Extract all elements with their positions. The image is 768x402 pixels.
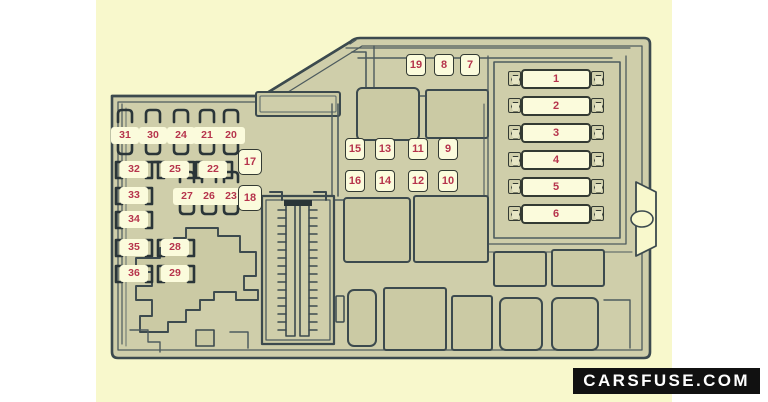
relay-6[interactable]: 6 bbox=[521, 204, 591, 224]
relay-4[interactable]: 4 bbox=[521, 150, 591, 170]
relay-clip-right-2 bbox=[591, 98, 604, 113]
site-watermark: CARSFUSE.COM bbox=[573, 368, 760, 394]
fuse-36[interactable]: 36 bbox=[120, 265, 148, 282]
relay-2[interactable]: 2 bbox=[521, 96, 591, 116]
fuse-31[interactable]: 31 bbox=[111, 127, 139, 144]
relay-clip-right-4 bbox=[591, 152, 604, 167]
fuse-33[interactable]: 33 bbox=[120, 187, 148, 204]
fuse-24[interactable]: 24 bbox=[167, 127, 195, 144]
relay-1[interactable]: 1 bbox=[521, 69, 591, 89]
relay-3[interactable]: 3 bbox=[521, 123, 591, 143]
fuse-28[interactable]: 28 bbox=[161, 239, 189, 256]
fuse-27[interactable]: 27 bbox=[173, 188, 201, 205]
relay-clip-left-6 bbox=[508, 206, 521, 221]
fuse-34[interactable]: 34 bbox=[120, 211, 148, 228]
fuse-17[interactable]: 17 bbox=[238, 149, 262, 175]
relay-clip-left-2 bbox=[508, 98, 521, 113]
fuse-8[interactable]: 8 bbox=[434, 54, 454, 76]
fuse-9[interactable]: 9 bbox=[438, 138, 458, 160]
fuse-14[interactable]: 14 bbox=[375, 170, 395, 192]
relay-clip-left-5 bbox=[508, 179, 521, 194]
fuse-25[interactable]: 25 bbox=[161, 161, 189, 178]
fuse-30[interactable]: 30 bbox=[139, 127, 167, 144]
fuse-16[interactable]: 16 bbox=[345, 170, 365, 192]
fuse-18[interactable]: 18 bbox=[238, 185, 262, 211]
relay-5[interactable]: 5 bbox=[521, 177, 591, 197]
fuse-20[interactable]: 20 bbox=[217, 127, 245, 144]
fuse-32[interactable]: 32 bbox=[120, 161, 148, 178]
fuse-22[interactable]: 22 bbox=[199, 161, 227, 178]
fuse-26[interactable]: 26 bbox=[195, 188, 223, 205]
fuse-10[interactable]: 10 bbox=[438, 170, 458, 192]
fuse-7[interactable]: 7 bbox=[460, 54, 480, 76]
relay-clip-left-1 bbox=[508, 71, 521, 86]
relay-clip-right-3 bbox=[591, 125, 604, 140]
fuse-35[interactable]: 35 bbox=[120, 239, 148, 256]
fuse-21[interactable]: 21 bbox=[193, 127, 221, 144]
fuse-15[interactable]: 15 bbox=[345, 138, 365, 160]
fuse-13[interactable]: 13 bbox=[375, 138, 395, 160]
relay-clip-right-1 bbox=[591, 71, 604, 86]
relay-clip-right-6 bbox=[591, 206, 604, 221]
fuse-12[interactable]: 12 bbox=[408, 170, 428, 192]
fuse-19[interactable]: 19 bbox=[406, 54, 426, 76]
fuse-11[interactable]: 11 bbox=[408, 138, 428, 160]
relay-clip-right-5 bbox=[591, 179, 604, 194]
relay-clip-left-4 bbox=[508, 152, 521, 167]
relay-clip-left-3 bbox=[508, 125, 521, 140]
fuse-29[interactable]: 29 bbox=[161, 265, 189, 282]
